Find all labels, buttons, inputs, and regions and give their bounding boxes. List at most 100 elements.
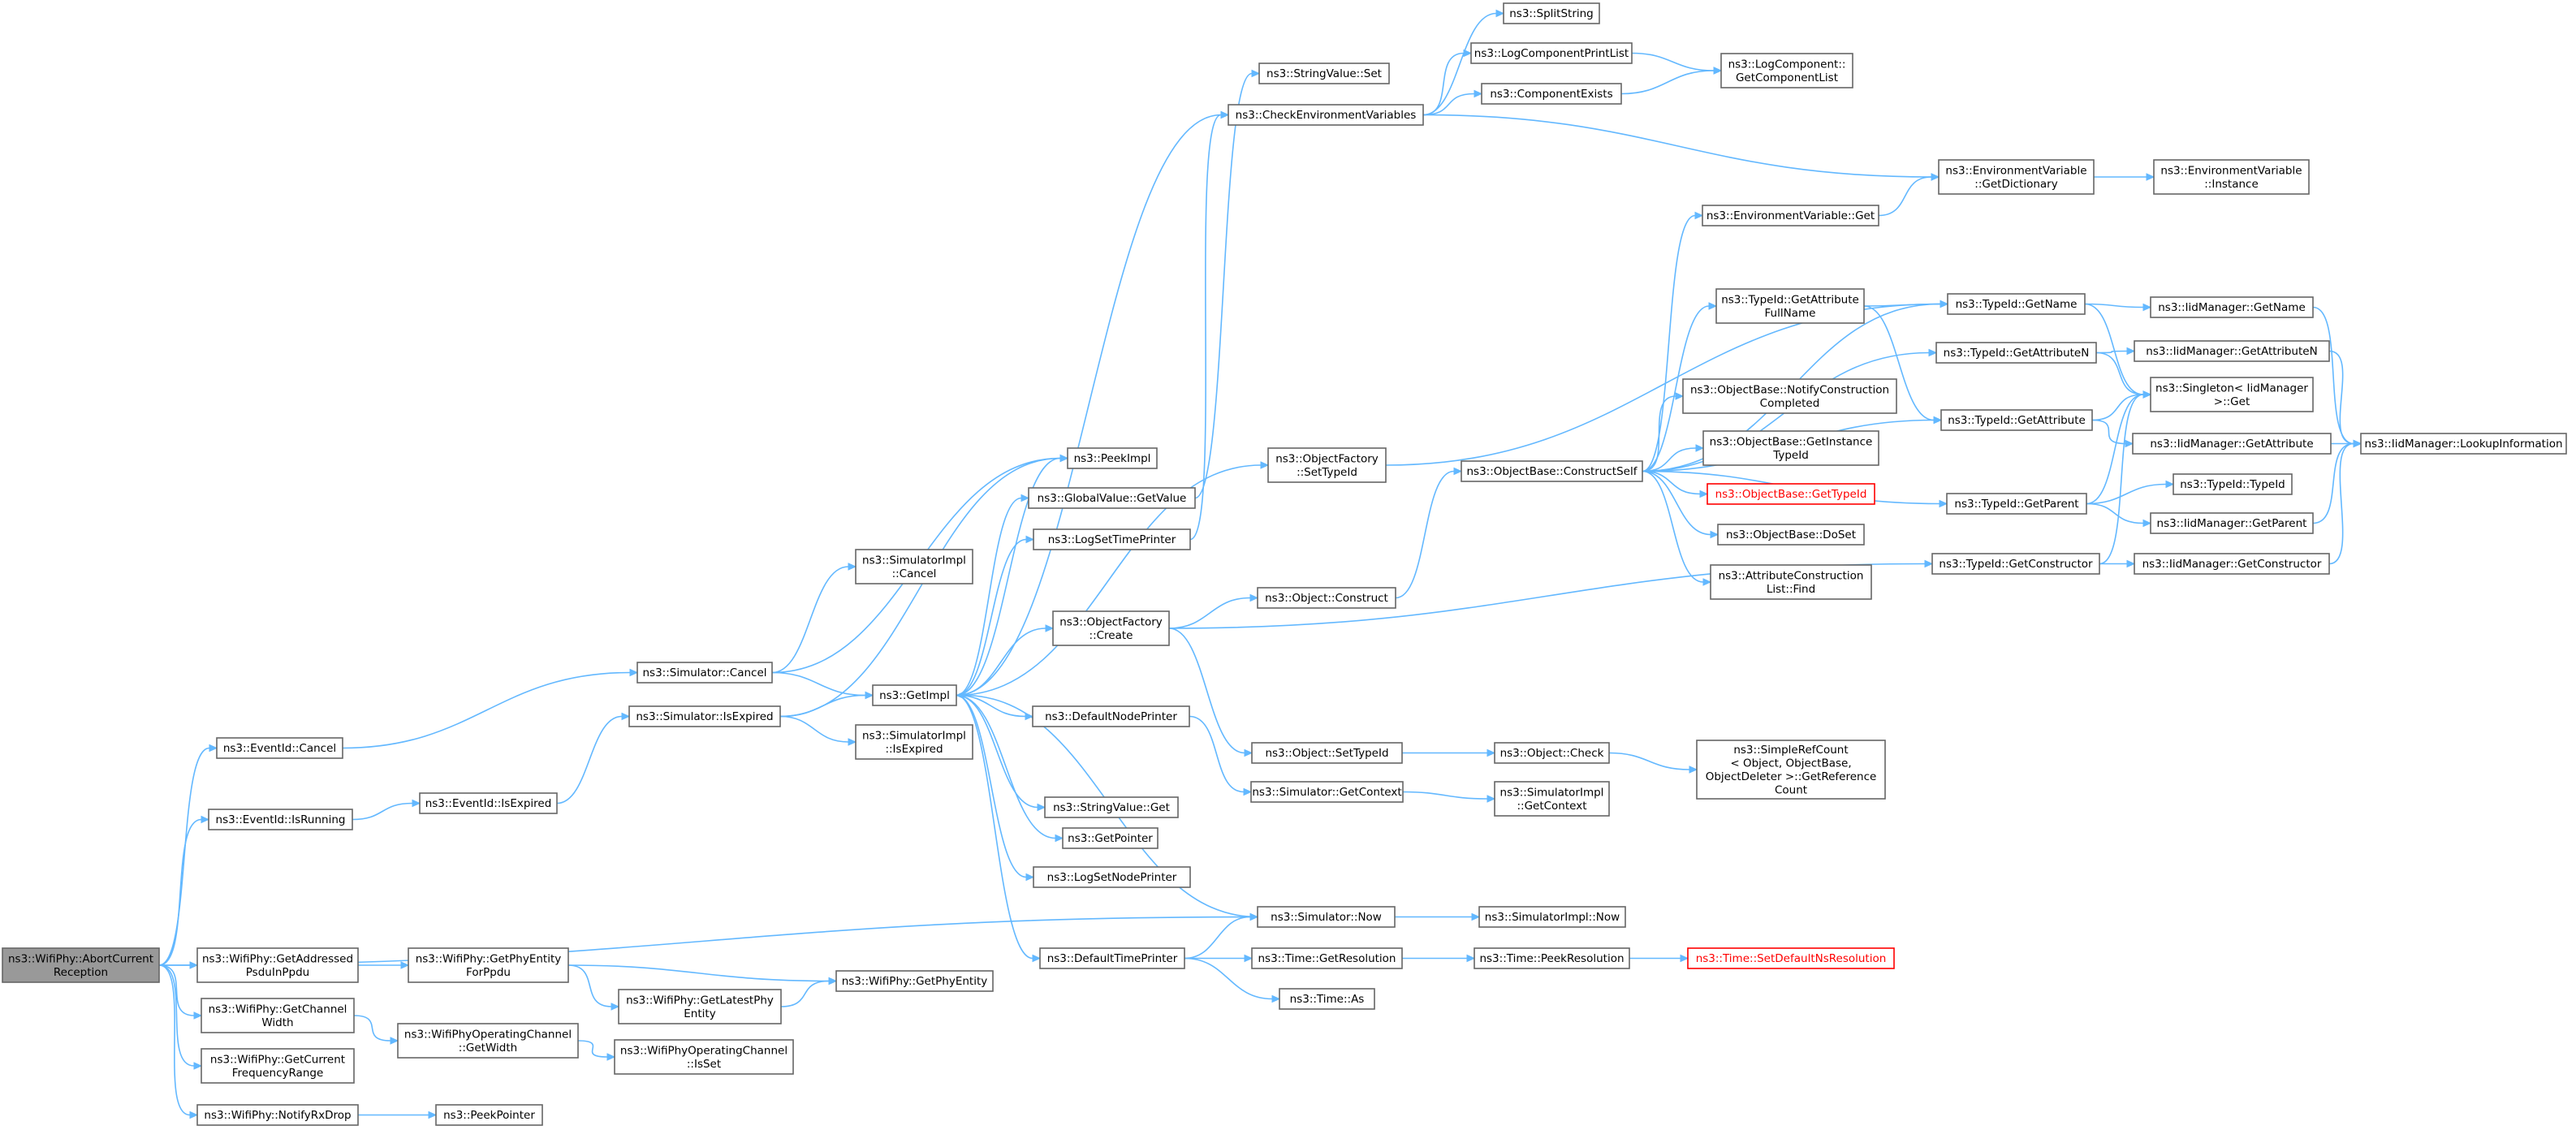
node-type-id-get-constructor[interactable]: ns3::TypeId::GetConstructor xyxy=(1931,553,2100,575)
node-singleton-get[interactable]: ns3::Singleton< IidManager >::Get xyxy=(2150,377,2314,412)
node-label-line: List::Find xyxy=(1767,583,1815,596)
node-peek-pointer[interactable]: ns3::PeekPointer xyxy=(435,1104,543,1126)
node-type-id-get-attribute-n[interactable]: ns3::TypeId::GetAttributeN xyxy=(1935,342,2097,364)
node-object-factory-create[interactable]: ns3::ObjectFactory::Create xyxy=(1052,610,1170,646)
node-get-pointer[interactable]: ns3::GetPointer xyxy=(1062,827,1159,849)
node-event-id-is-expired[interactable]: ns3::EventId::IsExpired xyxy=(419,792,558,814)
node-string-value-get[interactable]: ns3::StringValue::Get xyxy=(1044,796,1179,818)
node-iid-get-attribute-n[interactable]: ns3::IidManager::GetAttributeN xyxy=(2134,340,2330,362)
node-iid-lookup-information[interactable]: ns3::IidManager::LookupInformation xyxy=(2360,433,2567,455)
call-edge-simulator-is-expired-to-sim-impl-is-expired xyxy=(779,715,857,746)
node-sim-impl-now[interactable]: ns3::SimulatorImpl::Now xyxy=(1478,906,1626,928)
call-edge-simulator-is-expired-to-peek-impl xyxy=(779,454,1069,718)
node-global-value-get-value[interactable]: ns3::GlobalValue::GetValue xyxy=(1028,487,1196,509)
node-get-impl[interactable]: ns3::GetImpl xyxy=(872,684,957,706)
node-event-id-is-running[interactable]: ns3::EventId::IsRunning xyxy=(208,809,353,830)
node-component-exists[interactable]: ns3::ComponentExists xyxy=(1481,83,1622,105)
node-label-line: ns3::WifiPhy::GetChannel xyxy=(209,1003,347,1016)
call-edge-simulator-get-context-to-sim-impl-get-context xyxy=(1402,791,1496,803)
node-object-construct[interactable]: ns3::Object::Construct xyxy=(1257,587,1396,609)
node-simple-ref-count[interactable]: ns3::SimpleRefCount< Object, ObjectBase,… xyxy=(1696,740,1886,800)
node-notify-construction-completed[interactable]: ns3::ObjectBase::NotifyConstructionCompl… xyxy=(1682,378,1897,414)
node-type-id-type-id[interactable]: ns3::TypeId::TypeId xyxy=(2173,473,2293,495)
node-label-line: ns3::DefaultTimePrinter xyxy=(1047,952,1178,965)
call-edge-type-id-get-parent-to-iid-get-parent xyxy=(2086,502,2152,528)
node-sim-impl-is-expired[interactable]: ns3::SimulatorImpl::IsExpired xyxy=(855,724,973,760)
node-sim-impl-get-context[interactable]: ns3::SimulatorImpl::GetContext xyxy=(1494,781,1610,817)
node-simulator-get-context[interactable]: ns3::Simulator::GetContext xyxy=(1250,781,1404,803)
node-log-component-print-list[interactable]: ns3::LogComponentPrintList xyxy=(1470,42,1633,64)
call-edge-type-id-get-parent-to-type-id-type-id xyxy=(2086,480,2175,505)
node-env-var-get-dictionary[interactable]: ns3::EnvironmentVariable::GetDictionary xyxy=(1938,159,2095,195)
node-iid-get-parent[interactable]: ns3::IidManager::GetParent xyxy=(2150,512,2314,534)
node-label-line: ns3::WifiPhy::NotifyRxDrop xyxy=(204,1109,351,1122)
node-object-set-type-id[interactable]: ns3::Object::SetTypeId xyxy=(1251,742,1403,764)
node-op-channel-is-set[interactable]: ns3::WifiPhyOperatingChannel::IsSet xyxy=(614,1039,794,1075)
node-label-line: ns3::WifiPhy::GetPhyEntity xyxy=(842,975,988,988)
node-object-base-get-type-id[interactable]: ns3::ObjectBase::GetTypeId xyxy=(1707,483,1875,505)
node-object-check[interactable]: ns3::Object::Check xyxy=(1494,742,1610,764)
node-log-component-get-list[interactable]: ns3::LogComponent::GetComponentList xyxy=(1720,53,1853,88)
node-time-as[interactable]: ns3::Time::As xyxy=(1279,988,1375,1010)
call-edge-object-base-construct-self-to-notify-construction-completed xyxy=(1642,392,1685,472)
call-edge-event-id-is-running-to-event-id-is-expired xyxy=(352,799,421,821)
node-iid-get-attribute[interactable]: ns3::IidManager::GetAttribute xyxy=(2132,433,2332,455)
node-env-var-instance[interactable]: ns3::EnvironmentVariable::Instance xyxy=(2153,159,2310,195)
node-string-value-set[interactable]: ns3::StringValue::Set xyxy=(1258,63,1390,84)
node-object-base-do-set[interactable]: ns3::ObjectBase::DoSet xyxy=(1717,524,1865,546)
node-label-line: ns3::CheckEnvironmentVariables xyxy=(1236,109,1417,122)
node-label-line: ns3::Singleton< IidManager xyxy=(2155,382,2308,395)
node-simulator-is-expired[interactable]: ns3::Simulator::IsExpired xyxy=(628,705,781,727)
node-sim-impl-cancel[interactable]: ns3::SimulatorImpl::Cancel xyxy=(855,549,973,584)
node-default-time-printer[interactable]: ns3::DefaultTimePrinter xyxy=(1039,947,1185,969)
node-label-line: ns3::PeekPointer xyxy=(443,1109,535,1122)
call-edge-get-channel-width-to-op-channel-get-width xyxy=(353,1015,399,1045)
node-notify-rx-drop[interactable]: ns3::WifiPhy::NotifyRxDrop xyxy=(196,1104,359,1126)
node-split-string[interactable]: ns3::SplitString xyxy=(1503,2,1600,24)
node-type-id-get-name[interactable]: ns3::TypeId::GetName xyxy=(1947,293,2086,315)
node-label-line: ns3::EnvironmentVariable::Get xyxy=(1707,209,1875,222)
node-simulator-now[interactable]: ns3::Simulator::Now xyxy=(1257,906,1396,928)
node-object-factory-set-type-id[interactable]: ns3::ObjectFactory::SetTypeId xyxy=(1267,447,1387,483)
node-label-line: ns3::EventId::IsExpired xyxy=(425,797,552,810)
node-label-line: ns3::Object::Construct xyxy=(1265,592,1388,605)
node-set-default-ns-resolution[interactable]: ns3::Time::SetDefaultNsResolution xyxy=(1687,947,1895,969)
node-iid-get-name[interactable]: ns3::IidManager::GetName xyxy=(2150,296,2314,318)
node-log-set-time-printer[interactable]: ns3::LogSetTimePrinter xyxy=(1033,528,1191,550)
node-event-id-cancel[interactable]: ns3::EventId::Cancel xyxy=(216,737,343,759)
node-check-env-vars[interactable]: ns3::CheckEnvironmentVariables xyxy=(1228,104,1424,126)
node-get-phy-entity[interactable]: ns3::WifiPhy::GetPhyEntity xyxy=(835,970,994,992)
node-default-node-printer[interactable]: ns3::DefaultNodePrinter xyxy=(1032,705,1190,727)
node-time-get-resolution[interactable]: ns3::Time::GetResolution xyxy=(1251,947,1403,969)
node-env-var-get[interactable]: ns3::EnvironmentVariable::Get xyxy=(1702,205,1879,226)
node-label-line: ns3::Time::As xyxy=(1290,993,1365,1006)
node-label-line: ns3::TypeId::GetParent xyxy=(1954,498,2078,511)
node-time-peek-resolution[interactable]: ns3::Time::PeekResolution xyxy=(1474,947,1630,969)
node-log-set-node-printer[interactable]: ns3::LogSetNodePrinter xyxy=(1033,866,1191,888)
call-edge-abort-current-reception-to-event-id-is-running xyxy=(158,815,210,966)
node-simulator-cancel[interactable]: ns3::Simulator::Cancel xyxy=(636,662,773,684)
node-label-line: ns3::IidManager::GetConstructor xyxy=(2142,558,2322,571)
call-edge-event-id-is-expired-to-simulator-is-expired xyxy=(556,712,631,804)
node-op-channel-get-width[interactable]: ns3::WifiPhyOperatingChannel::GetWidth xyxy=(397,1023,579,1059)
node-label-line: >::Get xyxy=(2214,395,2250,408)
node-label-line: Count xyxy=(1775,783,1807,796)
node-peek-impl[interactable]: ns3::PeekImpl xyxy=(1067,447,1158,469)
node-label-line: ns3::TypeId::GetAttribute xyxy=(1721,293,1859,306)
node-label-line: ns3::GlobalValue::GetValue xyxy=(1038,492,1187,505)
node-iid-get-constructor[interactable]: ns3::IidManager::GetConstructor xyxy=(2134,553,2330,575)
node-object-base-construct-self[interactable]: ns3::ObjectBase::ConstructSelf xyxy=(1461,460,1643,482)
node-type-id-get-attribute[interactable]: ns3::TypeId::GetAttribute xyxy=(1940,409,2093,431)
call-edge-op-channel-get-width-to-op-channel-is-set xyxy=(577,1040,616,1061)
node-type-id-get-parent[interactable]: ns3::TypeId::GetParent xyxy=(1946,493,2087,515)
